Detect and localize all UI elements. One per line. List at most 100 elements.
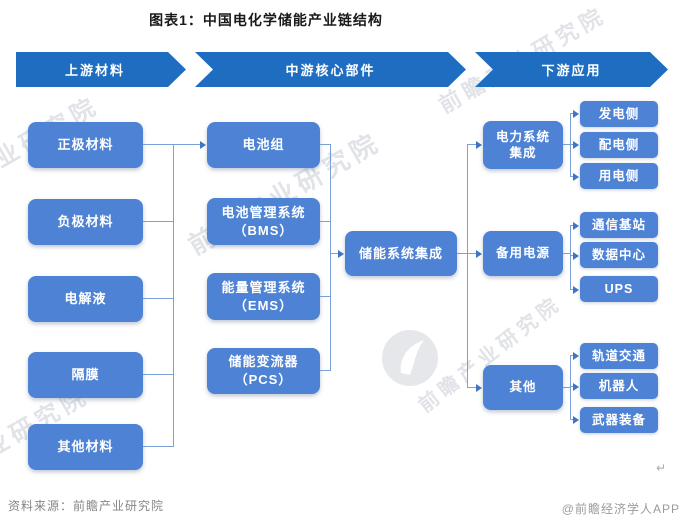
- box-anode-materials: 负极材料: [28, 199, 143, 245]
- connector-line: [570, 225, 574, 226]
- connector-line: [563, 387, 570, 388]
- box-label: 配电侧: [598, 137, 640, 152]
- box-power-system-integration: 电力系统 集成: [483, 121, 563, 169]
- box-label: 机器人: [598, 378, 640, 393]
- connector-line: [143, 144, 173, 145]
- connector-line: [570, 176, 574, 177]
- connector-line: [143, 374, 173, 375]
- connector-line: [570, 113, 571, 177]
- box-label: 其他材料: [57, 439, 114, 455]
- box-ups: UPS: [580, 276, 658, 302]
- box-label: 正极材料: [57, 137, 114, 153]
- box-communication-base-station: 通信基站: [580, 212, 658, 238]
- box-label: 备用电源: [495, 246, 550, 261]
- stage-label-upstream: 上游材料: [64, 63, 125, 78]
- box-data-center: 数据中心: [580, 242, 658, 268]
- box-pcs: 储能变流器 （PCS）: [207, 348, 320, 394]
- connector-line: [320, 144, 330, 145]
- box-label: 发电侧: [598, 106, 640, 121]
- connector-line: [570, 289, 574, 290]
- stage-arrow-midstream: 中游核心部件: [195, 52, 466, 87]
- connector-line: [570, 355, 571, 420]
- connector-arrow: [573, 110, 579, 118]
- connector-line: [570, 355, 574, 356]
- box-label: 储能变流器: [228, 354, 299, 370]
- connector-arrow: [573, 383, 579, 391]
- box-label: 通信基站: [591, 217, 646, 232]
- connector-arrow: [573, 173, 579, 181]
- connector-line: [173, 144, 174, 447]
- box-sublabel: （EMS）: [233, 297, 294, 313]
- box-label: 集成: [509, 146, 537, 160]
- box-label: 电池管理系统: [221, 204, 306, 220]
- box-label: 数据中心: [591, 247, 646, 262]
- connector-arrow: [573, 286, 579, 294]
- connector-arrow: [200, 141, 206, 149]
- box-label: 轨道交通: [591, 348, 646, 363]
- return-mark-icon: ↵: [656, 461, 667, 475]
- connector-arrow: [573, 416, 579, 424]
- stage-label-midstream: 中游核心部件: [285, 63, 376, 78]
- connector-arrow: [476, 250, 482, 258]
- box-distribution-side: 配电侧: [580, 132, 658, 158]
- connector-line: [570, 113, 574, 114]
- connector-line: [467, 387, 477, 388]
- stage-arrow-upstream: 上游材料: [16, 52, 186, 87]
- connector-line: [330, 144, 331, 371]
- box-label: UPS: [604, 281, 634, 296]
- connector-line: [143, 446, 173, 447]
- box-label: 负极材料: [57, 214, 114, 230]
- box-robot: 机器人: [580, 373, 658, 399]
- stage-arrow-downstream: 下游应用: [475, 52, 668, 87]
- connector-line: [330, 253, 340, 254]
- connector-line: [467, 144, 468, 388]
- box-battery-pack: 电池组: [207, 122, 320, 168]
- connector-line: [173, 144, 201, 145]
- box-label: 电池组: [242, 137, 285, 153]
- box-label: 能量管理系统: [221, 279, 306, 295]
- box-rail-transit: 轨道交通: [580, 343, 658, 369]
- box-label: 隔膜: [71, 367, 100, 383]
- stage-label-downstream: 下游应用: [541, 63, 602, 78]
- connector-line: [563, 144, 570, 145]
- box-sublabel: （BMS）: [233, 222, 294, 238]
- box-sublabel: （PCS）: [234, 372, 293, 387]
- box-label: 武器装备: [591, 412, 646, 427]
- connector-line: [570, 144, 574, 145]
- box-label: 用电侧: [598, 168, 640, 183]
- box-backup-power: 备用电源: [483, 231, 563, 276]
- connector-line: [570, 386, 574, 387]
- box-electrolyte: 电解液: [28, 276, 143, 322]
- watermark-logo-icon: [382, 330, 438, 391]
- box-consumption-side: 用电侧: [580, 163, 658, 189]
- box-bms: 电池管理系统 （BMS）: [207, 198, 320, 245]
- connector-arrow: [573, 222, 579, 230]
- box-ems: 能量管理系统 （EMS）: [207, 273, 320, 320]
- connector-line: [570, 225, 571, 289]
- box-label: 电力系统: [495, 129, 550, 144]
- credit-note: @前瞻经济学人APP: [561, 502, 680, 516]
- connector-line: [143, 298, 173, 299]
- connector-arrow: [476, 141, 482, 149]
- box-other-applications: 其他: [483, 365, 563, 410]
- box-cathode-materials: 正极材料: [28, 122, 143, 168]
- connector-line: [570, 255, 574, 256]
- box-separator: 隔膜: [28, 352, 143, 398]
- source-note: 资料来源：前瞻产业研究院: [8, 499, 165, 513]
- connector-arrow: [573, 141, 579, 149]
- box-label: 电解液: [64, 291, 107, 307]
- box-other-materials: 其他材料: [28, 424, 143, 470]
- connector-arrow: [573, 352, 579, 360]
- connector-line: [143, 221, 173, 222]
- box-weapons-equipment: 武器装备: [580, 407, 658, 433]
- connector-line: [467, 144, 477, 145]
- connector-line: [570, 419, 574, 420]
- box-energy-storage-system-integration: 储能系统集成: [345, 231, 457, 276]
- box-label: 储能系统集成: [358, 245, 443, 261]
- page-title: 图表1：中国电化学储能产业链结构: [149, 12, 383, 28]
- box-generation-side: 发电侧: [580, 101, 658, 127]
- connector-arrow: [476, 384, 482, 392]
- connector-line: [563, 253, 570, 254]
- connector-line: [320, 221, 330, 222]
